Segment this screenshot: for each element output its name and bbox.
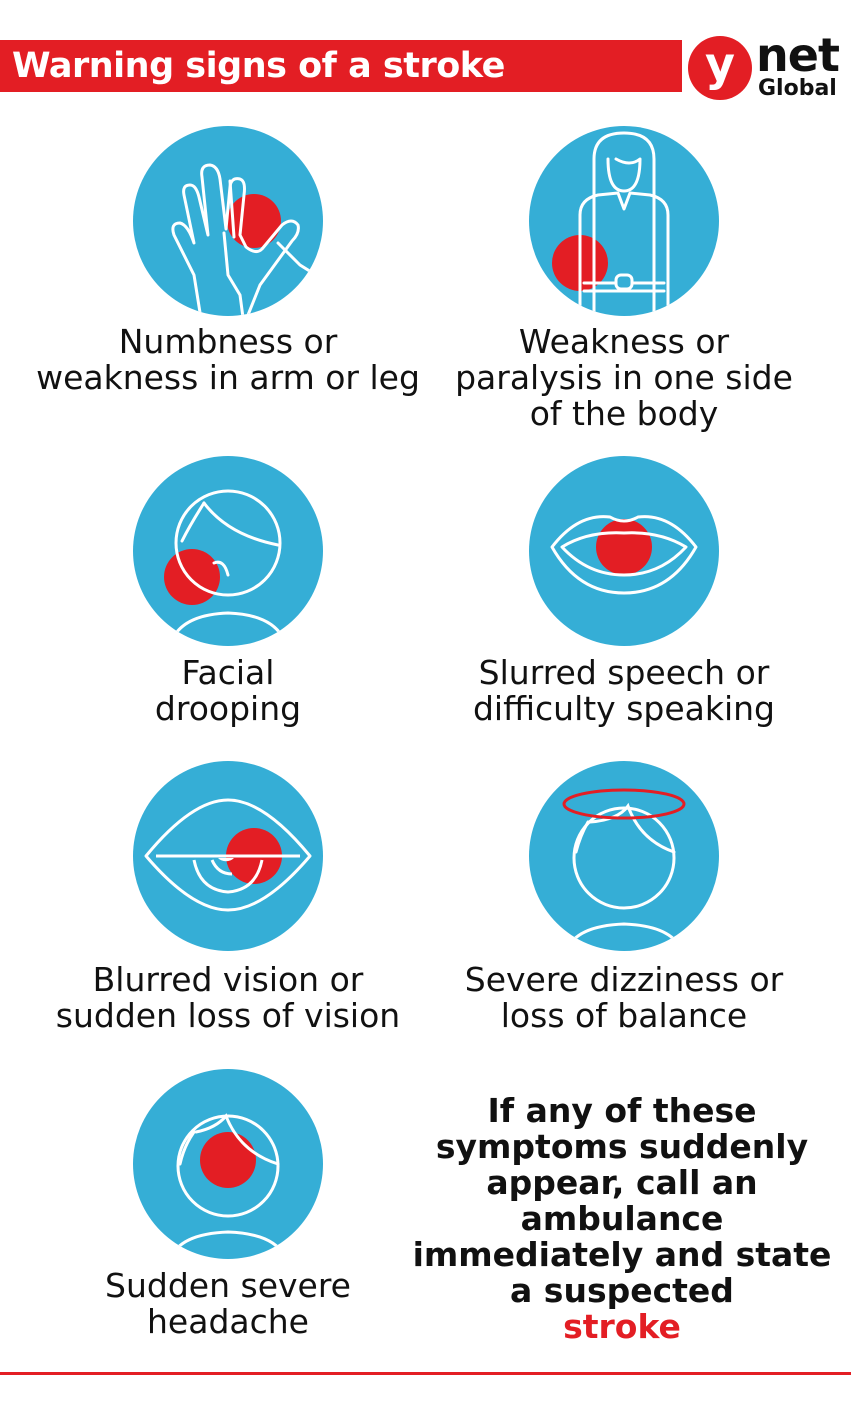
logo-name: net	[756, 28, 840, 82]
symptom-label-dizziness: Severe dizziness or loss of balance	[464, 960, 784, 1035]
symptom-label-blurred-vision: Blurred vision or sudden loss of vision	[55, 960, 401, 1035]
face-icon	[133, 456, 323, 646]
symptom-label-facial-drooping: Facial drooping	[154, 653, 302, 728]
eye-icon	[133, 761, 323, 951]
symptom-label-numbness: Numbness or weakness in arm or leg	[36, 322, 420, 397]
symptom-label-headache: Sudden severe headache	[105, 1266, 351, 1341]
mouth-icon	[529, 456, 719, 646]
logo-mark: y	[688, 36, 752, 100]
hand-icon	[133, 126, 323, 316]
call-to-action: If any of these symptoms suddenly appear…	[412, 1091, 832, 1346]
title-banner: Warning signs of a stroke	[0, 40, 682, 92]
headache-icon	[133, 1069, 323, 1259]
symptom-label-weakness: Weakness or paralysis in one side of the…	[455, 322, 793, 433]
page-title: Warning signs of a stroke	[12, 46, 505, 86]
bottom-divider	[0, 1372, 851, 1375]
ynet-global-logo[interactable]: y net Global	[688, 28, 848, 104]
body-icon	[529, 126, 719, 316]
stroke-highlight: stroke	[563, 1307, 681, 1346]
dizzy-head-icon	[529, 761, 719, 951]
logo-subtitle: Global	[758, 76, 837, 101]
symptom-label-slurred-speech: Slurred speech or difficulty speaking	[472, 653, 775, 728]
